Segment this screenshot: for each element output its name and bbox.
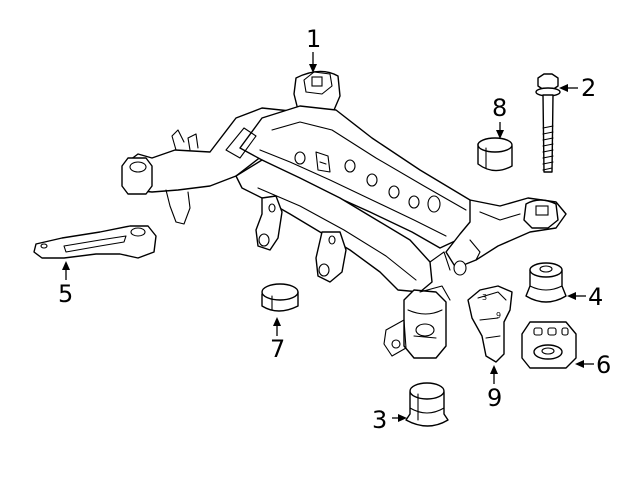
- bolt: [535, 73, 561, 173]
- lower-bushing: [405, 382, 449, 427]
- callout-7: 7: [270, 335, 285, 363]
- plate-mark-9: 9: [496, 311, 501, 320]
- callout-1: 1: [306, 25, 321, 53]
- callout-4: 4: [588, 283, 603, 311]
- callout-leaders: [62, 52, 594, 422]
- callout-3: 3: [372, 406, 387, 434]
- mount-bracket: [521, 321, 577, 369]
- callout-5: 5: [58, 280, 73, 308]
- brace: [33, 225, 157, 259]
- upper-bushing: [525, 262, 567, 303]
- reinforcement-plate: 3 9: [467, 285, 513, 363]
- callout-2: 2: [581, 74, 596, 102]
- callout-6: 6: [596, 351, 611, 379]
- small-bushing: [261, 283, 299, 312]
- spacer-bushing: [477, 137, 513, 172]
- callout-9: 9: [487, 384, 502, 412]
- plate-mark-3: 3: [482, 293, 487, 302]
- subframe: [121, 70, 567, 359]
- callout-8: 8: [492, 94, 507, 122]
